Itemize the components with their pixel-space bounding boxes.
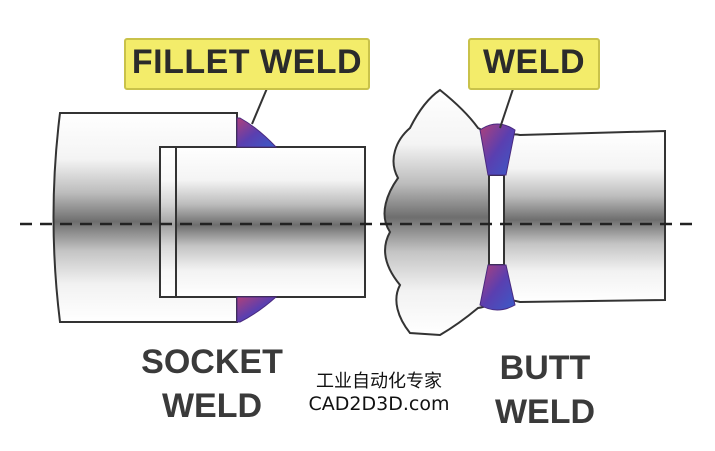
watermark-line1: 工业自动化专家	[316, 371, 442, 392]
weld-callout-text: WELD	[482, 43, 586, 81]
butt-weld-label-line2: WELD	[494, 393, 596, 431]
butt-weld-label: BUTT WELD	[470, 346, 620, 434]
watermark: 工业自动化专家 CAD2D3D.com	[304, 371, 454, 415]
butt-weld-gap	[488, 174, 505, 266]
butt-weld-leader	[499, 85, 515, 129]
butt-weld-bottom	[479, 264, 516, 311]
fillet-weld-callout-text: FILLET WELD	[131, 43, 363, 81]
fillet-weld-leader	[251, 85, 269, 125]
socket-weld-label-line1: SOCKET	[141, 343, 283, 381]
socket-inserted-pipe	[159, 146, 366, 298]
fillet-weld-callout: FILLET WELD	[124, 38, 370, 90]
socket-weld-assembly	[52, 85, 366, 323]
watermark-line2: CAD2D3D.com	[308, 393, 450, 415]
fillet-weld-bottom	[236, 296, 278, 323]
butt-weld-top	[479, 123, 516, 176]
weld-callout: WELD	[468, 38, 600, 90]
butt-right-pipe	[499, 129, 666, 304]
butt-weld-assembly	[383, 85, 666, 337]
butt-weld-label-line1: BUTT	[499, 349, 591, 387]
socket-weld-label-line2: WELD	[161, 387, 263, 425]
socket-weld-label: SOCKET WELD	[132, 340, 292, 428]
socket-pipe-end-ring	[159, 146, 177, 298]
fillet-weld-top	[236, 117, 278, 148]
butt-left-pipe	[383, 88, 497, 337]
